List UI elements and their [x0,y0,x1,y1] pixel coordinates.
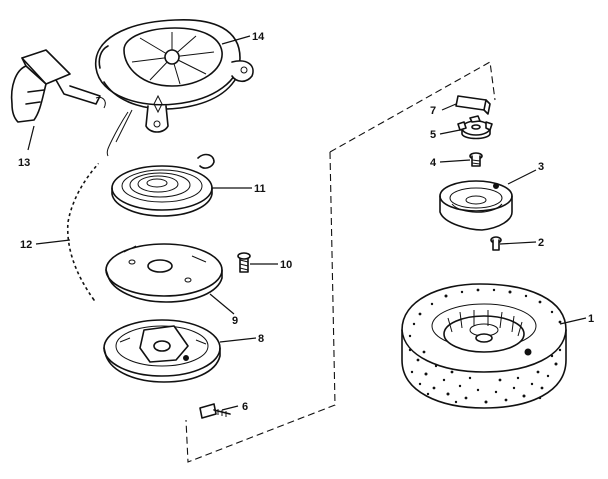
part-screw-4 [469,152,483,167]
callout-2: 2 [538,237,544,249]
callout-14: 14 [252,31,265,43]
part-starter-housing [95,19,254,133]
leader-lines [27,35,587,411]
callout-3: 3 [538,161,544,173]
callout-7: 7 [430,105,436,117]
part-flywheel [401,283,567,409]
part-starter-cup [439,180,513,231]
callout-13: 13 [18,157,30,169]
part-starter-handle [10,49,133,157]
part-starter-rope [66,163,99,301]
part-pin-6 [199,403,231,419]
callout-12: 12 [20,239,32,251]
callout-5: 5 [430,129,436,141]
callout-6: 6 [242,401,248,413]
part-key-7 [455,95,491,115]
callout-labels: 1 2 3 4 5 6 7 8 9 10 11 12 13 14 [18,31,594,413]
callout-4: 4 [430,157,437,169]
part-pawl-hub [457,115,493,140]
part-friction-plate [105,243,223,303]
callout-10: 10 [280,259,292,271]
part-pulley [103,319,221,383]
assembly-dashed-lines [185,61,496,463]
part-screw-2 [490,236,502,251]
callout-11: 11 [254,183,266,195]
callout-1: 1 [588,313,594,325]
callout-9: 9 [232,315,238,327]
part-recoil-spring [111,153,215,217]
part-screw-10 [237,252,251,273]
callout-8: 8 [258,333,264,345]
